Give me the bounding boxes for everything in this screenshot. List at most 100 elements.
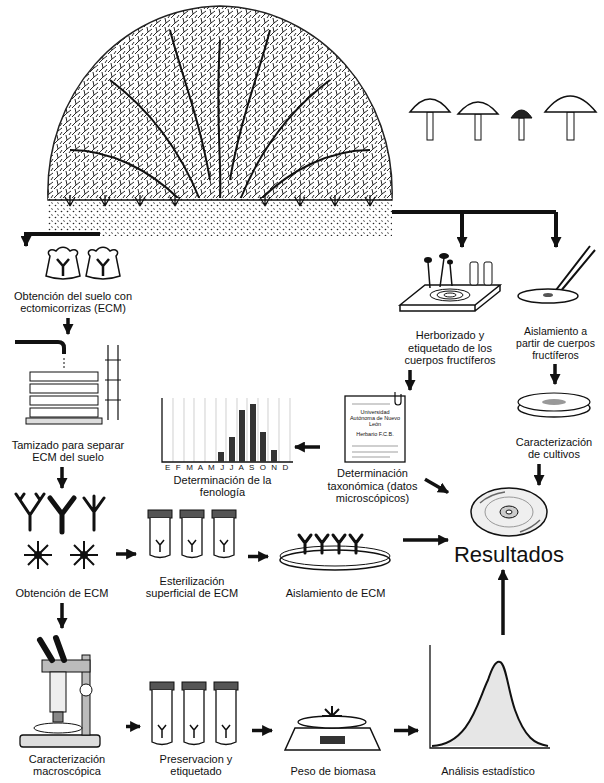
herbarium-sheet — [395, 392, 401, 405]
step-caption: Obtención de ECM — [16, 587, 109, 600]
sieve-stack — [26, 418, 102, 424]
step-caption: Caracterización de cultivos — [510, 436, 598, 461]
plant-press — [437, 291, 463, 299]
soil-bags — [97, 259, 109, 276]
shrub-canopy — [48, 6, 392, 200]
step-caption: Herborizado y etiquetado de los cuerpos … — [397, 329, 503, 367]
storage-vials — [158, 725, 230, 738]
flow-arrow — [295, 445, 320, 449]
sieve-stack — [105, 345, 121, 420]
plant-press — [428, 258, 452, 288]
sieve-stack — [30, 384, 98, 393]
step-caption: Tamizado para separar ECM del suelo — [10, 439, 126, 464]
tweezers-plate — [543, 293, 553, 297]
step-caption: Resultados — [454, 542, 564, 567]
process-step: Caracterización macroscópica — [8, 628, 126, 781]
flow-arrow — [252, 729, 272, 733]
flow-arrow — [394, 729, 418, 733]
flow-arrow — [60, 467, 64, 488]
plant-press — [430, 289, 470, 301]
plant-press — [484, 262, 492, 285]
flow-arrow — [116, 552, 136, 556]
plant-press — [424, 257, 432, 263]
phenology-chart — [173, 398, 290, 462]
source-arrows — [554, 212, 558, 247]
plant-press — [400, 285, 500, 311]
storage-vials — [150, 682, 238, 745]
soil-bags — [86, 247, 120, 279]
mushrooms — [519, 118, 524, 140]
plant-press — [439, 253, 449, 259]
phenology-chart — [162, 398, 293, 462]
distribution-graph — [430, 645, 550, 748]
step-caption: Preservacion y etiquetado — [142, 753, 250, 778]
isolation-dish — [280, 546, 390, 566]
distribution-graph — [432, 662, 548, 746]
phenology-chart — [162, 398, 293, 462]
mushrooms — [567, 112, 574, 140]
step-caption: Obtención del suelo con ectomicorrizas (… — [10, 290, 136, 315]
plant-press — [444, 293, 456, 297]
mushrooms — [545, 96, 596, 112]
sieve-stack — [30, 408, 98, 417]
sterile-vials — [148, 510, 236, 558]
process-step: Aislamiento a partir de cuerpos fructífe… — [510, 240, 601, 364]
sterile-vials — [180, 510, 204, 518]
soil-bags — [46, 247, 80, 279]
tweezers-plate — [556, 246, 595, 292]
storage-vials — [182, 682, 206, 690]
plant-press — [470, 262, 478, 285]
step-caption: Caracterización macroscópica — [10, 753, 124, 778]
step-caption: Análisis estadístico — [441, 765, 535, 778]
flow-arrow — [248, 555, 268, 559]
process-step: Aislamiento de ECM — [268, 510, 403, 603]
plant-press — [447, 260, 453, 265]
process-step: Preservacion y etiquetado — [140, 672, 252, 781]
sterile-vials — [212, 510, 236, 518]
flow-arrow — [60, 603, 64, 628]
balance — [298, 716, 366, 728]
source-arrows — [460, 212, 464, 247]
isolation-dish — [280, 550, 390, 570]
phenology-chart — [229, 437, 235, 462]
process-step: Esterilización superficial de ECM — [136, 505, 248, 603]
flow-arrow — [66, 318, 70, 334]
isolation-dish — [280, 535, 390, 570]
step-caption: Esterilización superficial de ECM — [138, 575, 246, 600]
source-arrows — [26, 234, 100, 246]
stereo-microscope — [80, 684, 92, 696]
isolation-dish — [299, 535, 362, 553]
process-step: Tamizado para separar ECM del suelo — [8, 334, 128, 467]
flow-arrow — [501, 570, 505, 635]
phenology-chart — [271, 450, 277, 462]
soil-band — [48, 198, 392, 236]
tweezers-plate — [518, 246, 595, 303]
storage-vials — [214, 682, 238, 690]
soil-band — [48, 199, 392, 201]
sieve-stack — [15, 342, 121, 424]
ecm-specimens — [16, 494, 44, 530]
sterile-vials — [148, 510, 172, 518]
plant-press — [400, 285, 500, 305]
source-arrows — [392, 210, 556, 214]
source-arrows — [26, 212, 556, 247]
flow-arrow — [425, 479, 448, 492]
flow-arrow — [126, 725, 140, 729]
results-disc — [471, 488, 547, 536]
ecm-specimens — [50, 498, 74, 532]
step-caption: Determinación taxonómica (datos microscó… — [322, 467, 423, 505]
balance — [285, 706, 380, 750]
phenology-chart — [250, 404, 256, 462]
sieve-stack — [64, 358, 65, 368]
flow-arrow — [537, 464, 541, 485]
culture-dish — [518, 393, 590, 411]
shrub-canopy — [48, 6, 392, 200]
phenology-chart — [260, 432, 266, 462]
ecm-specimens — [84, 496, 104, 530]
ecm-specimens — [16, 494, 104, 569]
month-axis: E F M A M J J A S O N D — [160, 464, 295, 473]
sheet-text: Herbario F.C.B. — [348, 431, 402, 437]
stereo-microscope — [34, 723, 82, 733]
balance — [285, 728, 380, 750]
